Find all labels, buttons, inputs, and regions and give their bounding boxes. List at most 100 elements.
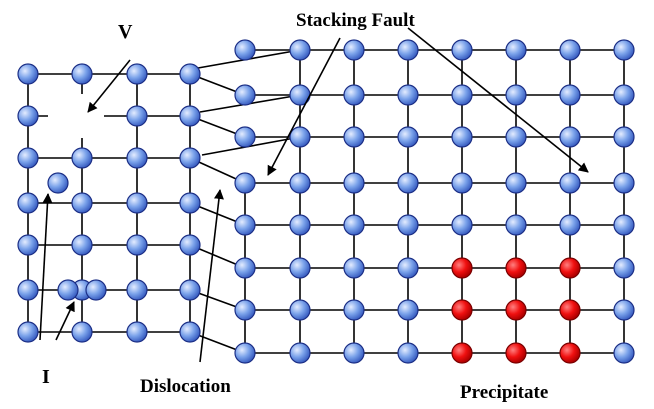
atom [559,172,581,194]
interstitial-arrow-lower [55,301,75,341]
atom [234,299,256,321]
atom [343,39,365,61]
atom [397,126,419,148]
atom [559,214,581,236]
atom [397,257,419,279]
dislocation-bond [201,136,301,156]
atom [343,84,365,106]
atom [613,299,635,321]
atom [289,257,311,279]
atom [234,214,256,236]
precipitate-atom [451,257,473,279]
atom [397,84,419,106]
interstitial-arrow-up [39,193,53,341]
atom [613,126,635,148]
vacancy-label: V [118,21,133,43]
label-group: V Stacking Fault I Dislocation Precipita… [42,10,548,403]
atom [343,257,365,279]
interstitial-atom [57,279,79,301]
atom [343,126,365,148]
atom [234,84,256,106]
atom [126,279,148,301]
atom [505,214,527,236]
dislocation-label: Dislocation [140,376,231,397]
atom [126,321,148,343]
atom [613,172,635,194]
atom [613,257,635,279]
precipitate-atom [559,342,581,364]
atom [17,234,39,256]
atom [559,84,581,106]
atom [179,234,201,256]
atom [71,147,93,169]
atom [179,147,201,169]
lattice-atoms [17,39,635,364]
atom [289,172,311,194]
stacking-fault-arrow-left [267,37,341,176]
atom [17,105,39,127]
atom [613,84,635,106]
atom [71,321,93,343]
precipitate-atom [451,299,473,321]
atom [343,342,365,364]
atom [451,84,473,106]
atom [559,126,581,148]
atom [17,63,39,85]
atom [71,234,93,256]
atom [289,126,311,148]
atom [559,39,581,61]
atom [17,147,39,169]
annotation-arrows [39,27,589,363]
lattice-bonds [27,49,625,354]
stacking-fault-arrow-right [407,27,589,173]
atom [234,342,256,364]
atom [289,299,311,321]
atom [397,172,419,194]
atom [179,192,201,214]
atom [179,321,201,343]
interstitial-atom [85,279,107,301]
atom [613,214,635,236]
interstitial-atom [47,172,69,194]
atom [505,39,527,61]
precipitate-atom [559,299,581,321]
precipitate-atom [559,257,581,279]
atom [234,172,256,194]
atom [17,192,39,214]
atom [179,105,201,127]
atom [71,63,93,85]
atom [397,299,419,321]
atom [505,172,527,194]
atom [451,126,473,148]
precipitate-atom [505,299,527,321]
atom [397,214,419,236]
atom [179,279,201,301]
interstitial-label: I [42,366,50,388]
atom [613,342,635,364]
precipitate-atom [451,342,473,364]
atom [289,39,311,61]
atom [505,126,527,148]
atom [179,63,201,85]
atom [126,63,148,85]
atom [289,214,311,236]
atom [451,172,473,194]
atom [126,234,148,256]
atom [397,39,419,61]
stacking-fault-label: Stacking Fault [296,10,415,31]
atom [234,126,256,148]
atom [234,257,256,279]
atom [289,342,311,364]
atom [126,105,148,127]
atom [17,321,39,343]
dislocation-arrow [199,189,224,363]
atom [343,172,365,194]
precipitate-label: Precipitate [460,382,548,403]
atom [343,299,365,321]
precipitate-atom [505,257,527,279]
atom [343,214,365,236]
atom [505,84,527,106]
vacancy-arrow [87,59,131,113]
atom [126,147,148,169]
